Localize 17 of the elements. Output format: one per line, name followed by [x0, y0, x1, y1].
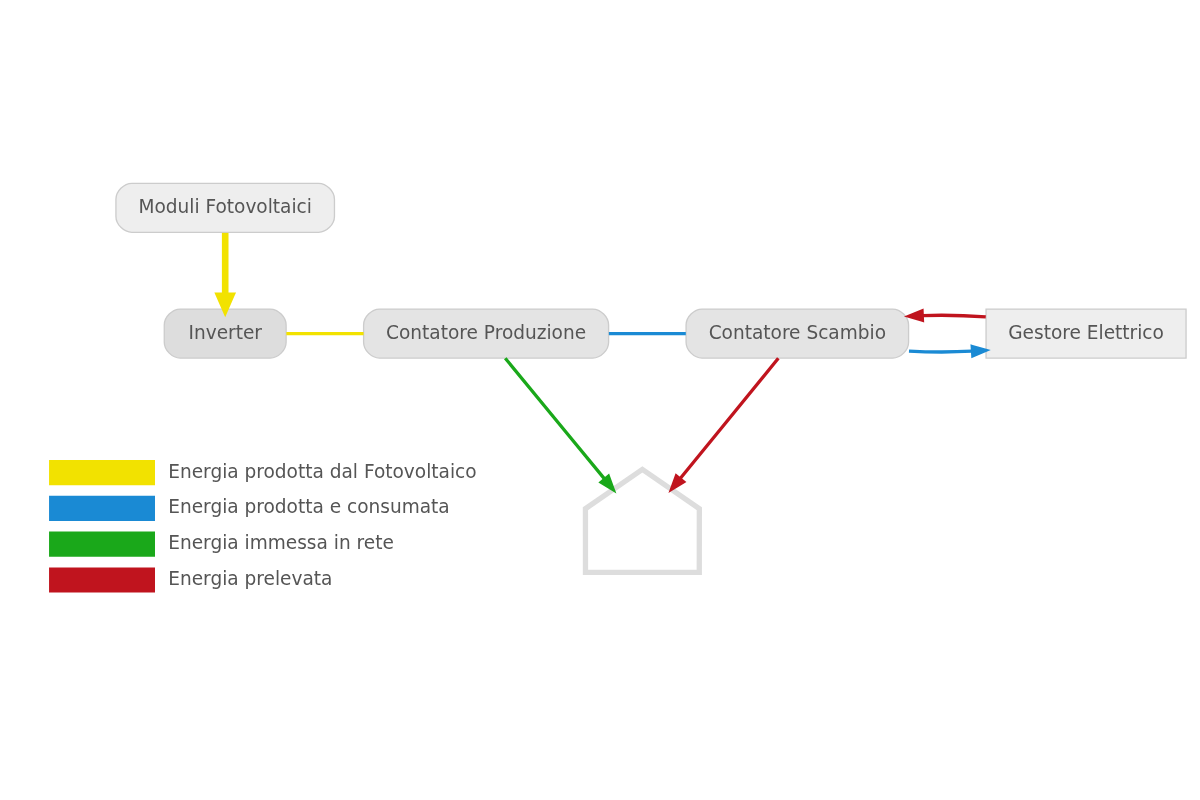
- arrow: [908, 343, 991, 358]
- node-box: Inverter: [163, 307, 287, 359]
- legend-label: Energia prodotta dal Fotovoltaico: [168, 460, 477, 482]
- node-box: Contatore Scambio: [685, 307, 910, 359]
- arrow: [214, 232, 237, 317]
- legend-label: Energia prelevata: [168, 567, 333, 589]
- node-box: Moduli Fotovoltaici: [115, 182, 336, 233]
- legend-label: Energia prodotta e consumata: [168, 495, 450, 517]
- connector: [608, 331, 686, 335]
- arrow: [903, 308, 986, 322]
- node-house: [582, 465, 702, 575]
- connector: [286, 331, 364, 335]
- node-box: Contatore Produzione: [362, 307, 610, 359]
- legend-label: Energia immessa in rete: [168, 531, 394, 553]
- arrow: [668, 356, 780, 493]
- arrow: [504, 356, 617, 493]
- node-box: Gestore Elettrico: [985, 307, 1187, 359]
